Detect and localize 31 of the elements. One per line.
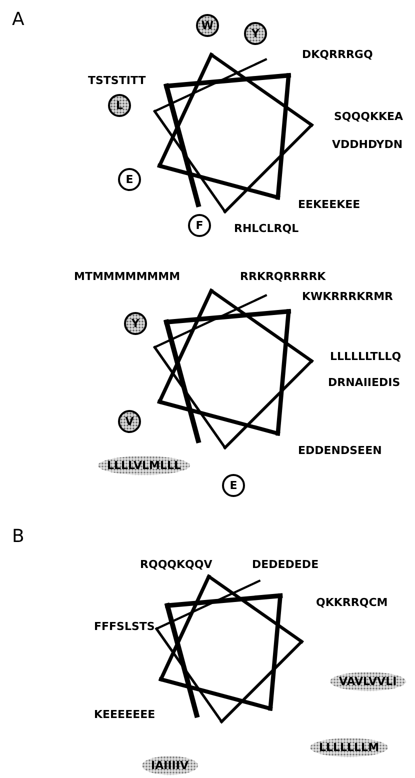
panel-label: B [12,527,24,547]
residue-sequence: RRKRQRRRRK [240,270,326,283]
residue-sequence: VDDHDYDN [332,138,403,151]
residue-sequence: FFFSLSTS [94,620,155,633]
residue-sequence: MTMMMMMMMM [74,270,180,283]
panel-label: A [12,10,24,30]
residue-sequence: DKQRRRGQ [302,48,373,61]
residue-circle: L [108,94,131,117]
residue-sequence: KWKRRRKRMR [302,290,394,303]
residue-sequence: SQQQKKEA [334,110,404,123]
residue-circle: Y [244,22,267,45]
residue-circle: E [222,474,245,497]
residue-sequence: EDDENDSEEN [298,444,382,457]
residue-sequence: RQQQKQQV [140,558,212,571]
residue-sequence: KEEEEEEE [94,708,156,721]
residue-circle: V [118,410,141,433]
residue-sequence: LLLLLLTLLQ [330,350,402,363]
highlighted-sequence: LLLLVLMLLL [98,456,190,475]
residue-circle: E [118,168,141,191]
highlighted-sequence: IAIIIIV [142,756,198,775]
residue-circle: F [188,214,211,237]
residue-sequence: DRNAIIEDIS [328,376,400,389]
residue-circle: Y [124,312,147,335]
highlighted-sequence: LLLLLLLM [310,738,388,757]
residue-sequence: EEKEEKEE [298,198,360,211]
residue-sequence: DEDEDEDE [252,558,319,571]
highlighted-sequence: VAVLVVLI [330,672,406,691]
residue-sequence: QKKRRQCM [316,596,388,609]
residue-circle: W [196,14,219,37]
residue-sequence: RHLCLRQL [234,222,299,235]
residue-sequence: TSTSTITT [88,74,146,87]
